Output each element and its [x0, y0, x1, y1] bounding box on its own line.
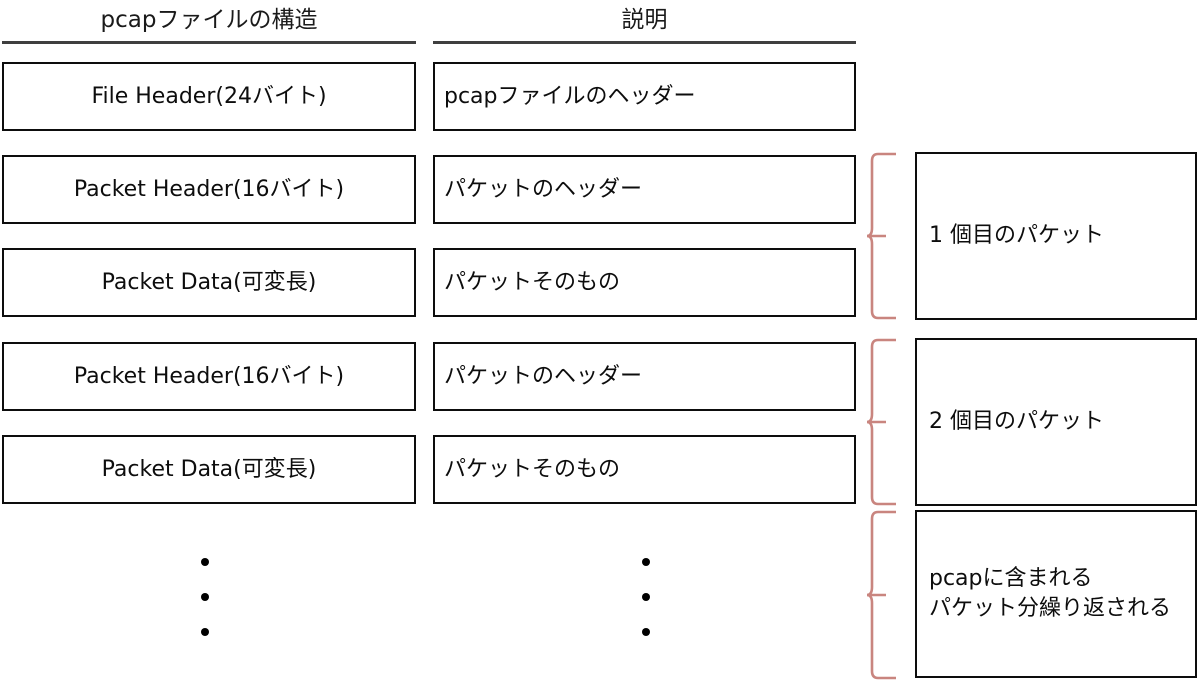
- description-cell-packet2-header[interactable]: パケットのヘッダー: [433, 342, 856, 411]
- ellipsis-dot: [201, 593, 209, 601]
- ellipsis-dot: [201, 558, 209, 566]
- structure-cell-file-header[interactable]: File Header(24バイト): [2, 62, 416, 131]
- structure-cell-packet2-header[interactable]: Packet Header(16バイト): [2, 342, 416, 411]
- structure-header-rule: [2, 41, 416, 44]
- description-cell-packet2-data[interactable]: パケットそのもの: [433, 435, 856, 504]
- structure-cell-packet2-data[interactable]: Packet Data(可変長): [2, 435, 416, 504]
- description-cell-packet1-data[interactable]: パケットそのもの: [433, 248, 856, 317]
- group-label-box-packet1[interactable]: 1 個目のパケット: [915, 152, 1197, 320]
- group-label-text: 2 個目のパケット: [929, 409, 1104, 434]
- structure-column-ellipsis: [200, 558, 210, 636]
- ellipsis-dot: [642, 558, 650, 566]
- group-label-text: pcapに含まれる パケット分繰り返される: [929, 566, 1172, 621]
- group-label-box-repeat[interactable]: pcapに含まれる パケット分繰り返される: [915, 510, 1197, 678]
- group-brace-packet1: [866, 152, 912, 320]
- description-column-ellipsis: [641, 558, 651, 636]
- description-column-header: 説明: [621, 7, 668, 33]
- structure-cell-packet1-data[interactable]: Packet Data(可変長): [2, 248, 416, 317]
- group-brace-repeat: [866, 510, 912, 680]
- ellipsis-dot: [642, 593, 650, 601]
- group-label-text: 1 個目のパケット: [929, 223, 1104, 248]
- description-header-rule: [433, 41, 856, 44]
- group-label-box-packet2[interactable]: 2 個目のパケット: [915, 338, 1197, 506]
- ellipsis-dot: [642, 628, 650, 636]
- description-cell-file-header[interactable]: pcapファイルのヘッダー: [433, 62, 856, 131]
- description-cell-packet1-header[interactable]: パケットのヘッダー: [433, 155, 856, 224]
- structure-cell-packet1-header[interactable]: Packet Header(16バイト): [2, 155, 416, 224]
- ellipsis-dot: [201, 628, 209, 636]
- structure-column-header: pcapファイルの構造: [100, 7, 318, 33]
- group-brace-packet2: [866, 338, 912, 506]
